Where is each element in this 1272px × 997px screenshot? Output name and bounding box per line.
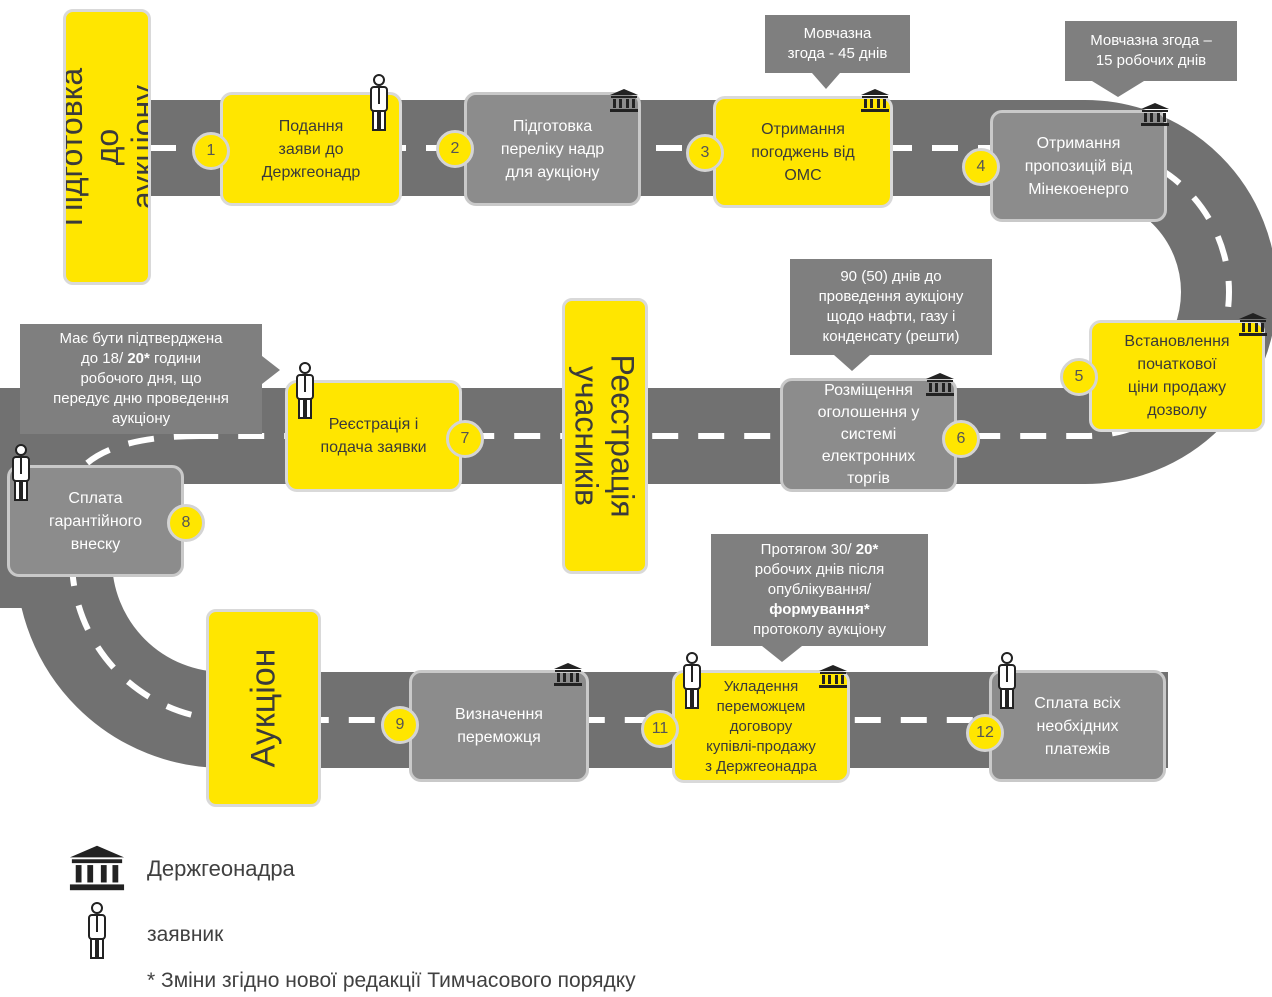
step-number-badge: 12 xyxy=(966,714,1004,752)
applicant-icon xyxy=(683,652,701,709)
applicant-icon xyxy=(998,652,1016,709)
ministry-building-icon xyxy=(1239,313,1267,336)
note-confirmation-part: години робочого дня, що передує дню пров… xyxy=(53,350,229,427)
note-confirmation-part: Має бути підтверджена до 18/ xyxy=(59,330,223,367)
note-contract-text: Протягом 30/ 20* робочих днів після опуб… xyxy=(753,540,886,640)
step-number-text: 7 xyxy=(460,430,470,447)
step-6-announcement: Розміщення оголошення у системі електрон… xyxy=(780,378,957,492)
step-6-label: Розміщення оголошення у системі електрон… xyxy=(817,382,920,487)
note-contract-bold: 20* xyxy=(855,541,879,558)
step-11-contract: Укладення переможцем договору купівлі-пр… xyxy=(672,670,850,783)
step-number-text: 6 xyxy=(956,430,966,447)
legend-footnote: * Зміни згідно нової редакції Тимчасовог… xyxy=(147,969,636,992)
phase-registration-label: Реєстрація учасників xyxy=(562,298,648,574)
step-7-label: Реєстрація і подача заявки xyxy=(320,416,427,456)
applicant-icon xyxy=(296,362,314,419)
note-tail xyxy=(812,73,840,89)
step-11-label: Укладення переможцем договору купівлі-пр… xyxy=(705,677,817,775)
note-tacit-45-days: Мовчазна згода - 45 днів xyxy=(765,15,910,73)
ministry-building-icon xyxy=(926,373,954,396)
phase-preparation-text: Підготовка до аукціону xyxy=(63,67,151,227)
step-1-label: Подання заяви до Держгеонадр xyxy=(261,117,361,181)
applicant-icon xyxy=(370,74,388,131)
step-12-label: Сплата всіх необхідних платежів xyxy=(1034,694,1121,758)
step-number-text: 9 xyxy=(395,716,405,733)
step-number-text: 2 xyxy=(450,140,460,157)
note-tail xyxy=(834,355,870,371)
step-3-label: Отримання погоджень від ОМС xyxy=(751,120,855,184)
step-number-badge: 11 xyxy=(641,710,679,748)
step-12-payments: Сплата всіх необхідних платежів xyxy=(989,670,1166,782)
step-number-badge: 5 xyxy=(1060,358,1098,396)
phase-preparation-label: Підготовка до аукціону xyxy=(63,9,151,285)
note-confirmation-bold: 20* xyxy=(127,350,150,367)
phase-registration-text: Реєстрація учасників xyxy=(569,354,642,518)
phase-auction-label: Аукціон xyxy=(206,609,321,807)
step-number-text: 5 xyxy=(1074,368,1084,385)
step-number-text: 8 xyxy=(181,514,191,531)
note-confirmation-deadline: Має бути підтверджена до 18/ 20* години … xyxy=(20,324,262,434)
note-90-days-text: 90 (50) днів до проведення аукціону щодо… xyxy=(818,268,964,345)
legend-ministry-building-icon xyxy=(69,845,125,891)
note-tail xyxy=(762,646,802,662)
note-contract-deadline: Протягом 30/ 20* робочих днів після опуб… xyxy=(711,534,928,646)
step-number-badge: 3 xyxy=(686,134,724,172)
step-number-badge: 6 xyxy=(942,420,980,458)
legend-applicant-label: заявник xyxy=(147,923,224,946)
step-number-badge: 9 xyxy=(381,706,419,744)
note-contract-part: робочих днів після опублікування/ xyxy=(754,561,885,598)
step-number-badge: 8 xyxy=(167,504,205,542)
note-contract-bold: формування* xyxy=(769,601,870,618)
ministry-building-icon xyxy=(861,89,889,112)
step-number-text: 11 xyxy=(651,720,669,737)
step-number-text: 4 xyxy=(976,158,986,175)
step-8-guarantee-fee: Сплата гарантійного внеску xyxy=(7,465,184,577)
road-dashes xyxy=(69,145,1232,723)
step-2-label: Підготовка переліку надр для аукціону xyxy=(500,117,605,181)
step-5-initial-price: Встановлення початкової ціни продажу доз… xyxy=(1089,320,1265,432)
step-number-badge: 1 xyxy=(192,132,230,170)
step-3-local-approvals: Отримання погоджень від ОМС xyxy=(713,96,893,208)
ministry-building-icon xyxy=(610,89,638,112)
step-4-ministry-proposals: Отримання пропозицій від Мінекоенерго xyxy=(990,110,1167,222)
step-number-text: 3 xyxy=(700,144,710,161)
note-tacit-15-days: Мовчазна згода – 15 робочих днів xyxy=(1065,21,1237,81)
step-number-badge: 2 xyxy=(436,130,474,168)
note-tail xyxy=(1092,81,1144,97)
note-contract-part: протоколу аукціону xyxy=(753,621,886,638)
note-confirmation-text: Має бути підтверджена до 18/ 20* години … xyxy=(53,329,229,429)
phase-auction-text: Аукціон xyxy=(244,648,283,768)
step-4-label: Отримання пропозицій від Мінекоенерго xyxy=(1024,134,1133,198)
step-8-label: Сплата гарантійного внеску xyxy=(49,489,142,553)
note-tacit-45-text: Мовчазна згода - 45 днів xyxy=(787,25,888,62)
step-9-winner: Визначення переможця xyxy=(409,670,589,782)
applicant-icon xyxy=(12,444,30,501)
ministry-building-icon xyxy=(1141,103,1169,126)
note-90-days: 90 (50) днів до проведення аукціону щодо… xyxy=(790,259,992,355)
legend-ministry-label: Держгеонадра xyxy=(147,856,295,881)
note-tail xyxy=(262,356,280,384)
ministry-building-icon xyxy=(554,663,582,686)
step-number-badge: 7 xyxy=(446,420,484,458)
step-number-text: 1 xyxy=(206,142,216,159)
step-9-label: Визначення переможця xyxy=(455,706,543,746)
note-tacit-15-text: Мовчазна згода – 15 робочих днів xyxy=(1090,32,1212,69)
legend-applicant-icon xyxy=(88,902,106,959)
step-number-text: 12 xyxy=(976,724,994,741)
ministry-building-icon xyxy=(819,665,847,688)
step-5-label: Встановлення початкової ціни продажу доз… xyxy=(1124,333,1230,419)
step-number-badge: 4 xyxy=(962,148,1000,186)
note-contract-part: Протягом 30/ xyxy=(760,541,856,558)
